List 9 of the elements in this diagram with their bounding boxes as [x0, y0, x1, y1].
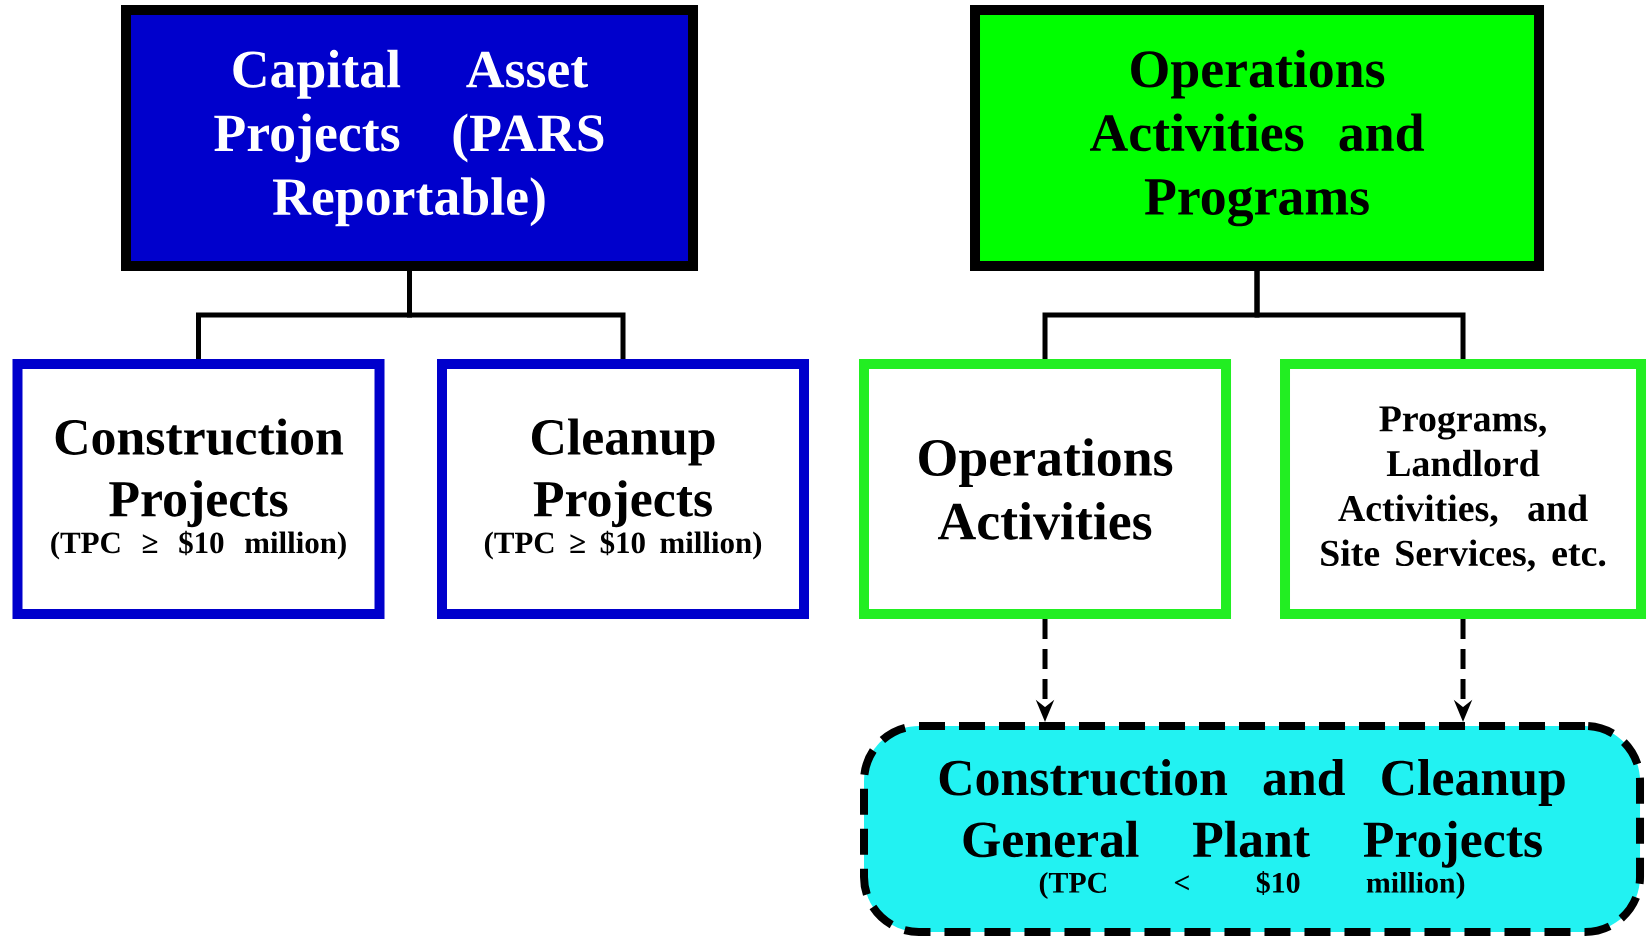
connector-line [1254, 271, 1466, 359]
connector-line [407, 271, 626, 359]
heading-box: Operations Activities and Programs [970, 5, 1544, 271]
category-box: Cleanup Projects (TPC ≥ $10 million) [437, 359, 809, 619]
category-box: Programs, Landlord Activities, and Site Services, etc. [1280, 359, 1646, 619]
category-box: Construction Projects (TPC ≥ $10 million) [12, 359, 385, 619]
rounded-box: Construction and Cleanup General Plant Projects (TPC < $10 million) [860, 722, 1645, 936]
category-box: Operations Activities [859, 359, 1231, 619]
heading-box: Capital Asset Projects (PARS Reportable) [121, 5, 698, 271]
